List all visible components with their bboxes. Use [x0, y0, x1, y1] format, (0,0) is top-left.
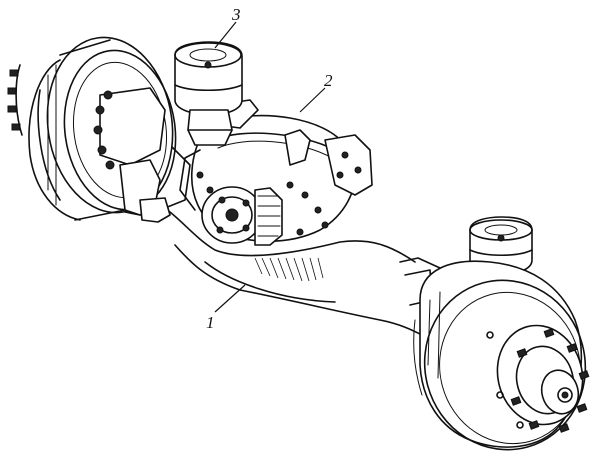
callout-label-2: 2 — [324, 71, 333, 90]
leader-line-1 — [214, 284, 246, 313]
callout-1: 1 — [206, 284, 246, 332]
input-flange — [201, 186, 283, 246]
callout-label-3: 3 — [231, 5, 241, 24]
callout-2: 2 — [299, 71, 333, 113]
carrier-bolts — [196, 171, 329, 236]
callout-3: 3 — [214, 5, 241, 49]
right-brake-drum — [413, 260, 590, 451]
right-wheel-studs — [510, 328, 590, 433]
brake-chamber-left — [174, 41, 243, 146]
callout-label-1: 1 — [206, 313, 215, 332]
left-hub-bolts — [93, 90, 115, 170]
left-brake-drum — [7, 36, 177, 221]
beam-shading — [254, 257, 324, 282]
final-drive-housing — [119, 99, 373, 246]
leader-line-3 — [214, 21, 237, 49]
leader-line-2 — [299, 87, 326, 113]
